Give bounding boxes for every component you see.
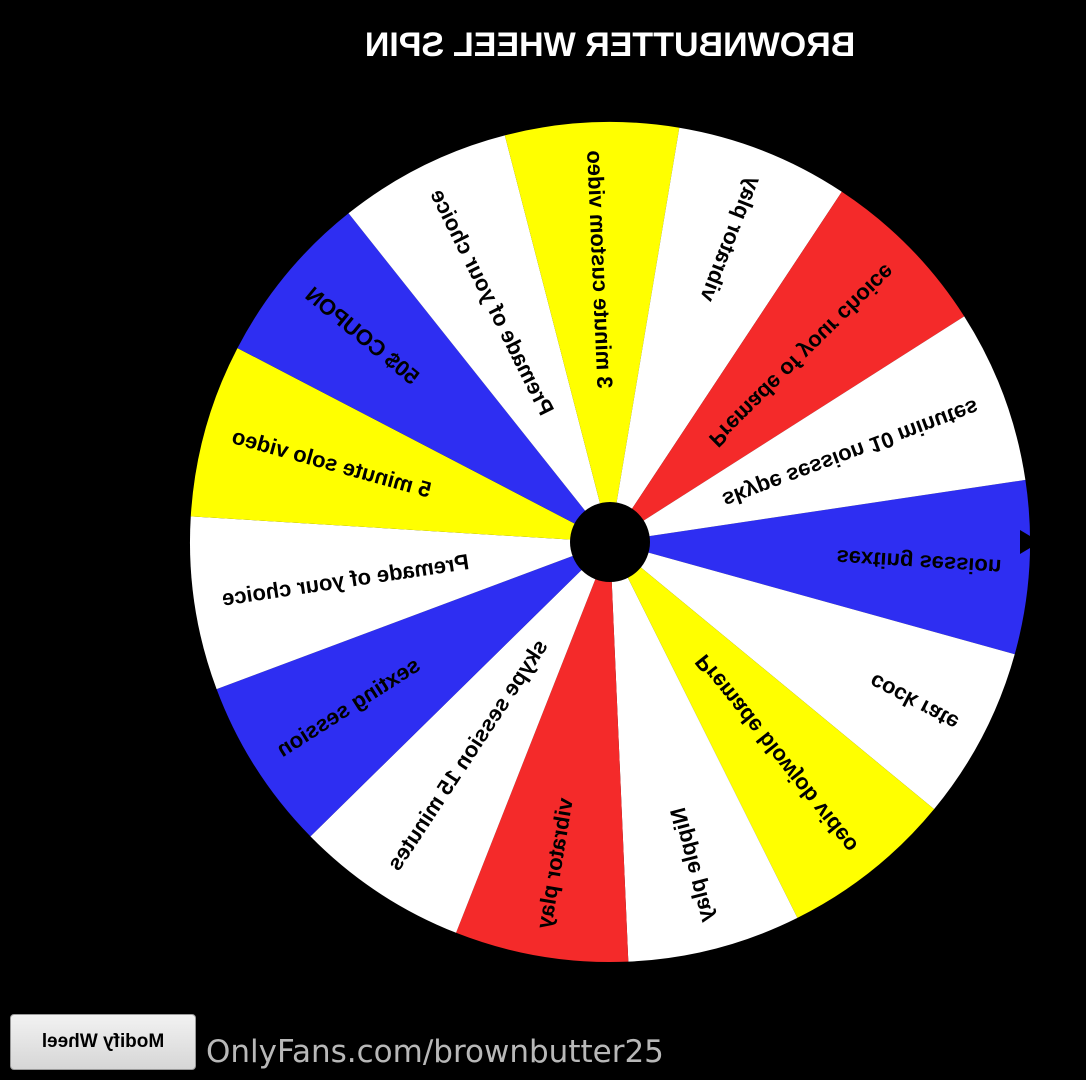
wheel-segment [610, 316, 1026, 542]
wheel-segment [310, 542, 610, 933]
wheel-segment [456, 542, 629, 962]
wheel-segment [189, 516, 610, 690]
wheel-segment [504, 121, 680, 543]
wheel-segment [610, 127, 842, 543]
wheel-segment [216, 542, 610, 837]
wheel-segment [610, 542, 798, 962]
wheel-segment [610, 479, 1030, 655]
wheel-segment [190, 348, 610, 542]
modify-wheel-button[interactable]: Modify Wheel [10, 1014, 196, 1070]
pointer-icon [1020, 530, 1040, 554]
wheel-segment [610, 542, 1015, 810]
watermark: OnlyFans.com/brownbutter25 [206, 1034, 664, 1070]
wheel-hub[interactable] [570, 502, 650, 582]
wheel-segment [610, 191, 965, 543]
wheel-segment [237, 213, 610, 543]
wheel-segment [610, 542, 935, 918]
wheel-segment [348, 135, 610, 542]
